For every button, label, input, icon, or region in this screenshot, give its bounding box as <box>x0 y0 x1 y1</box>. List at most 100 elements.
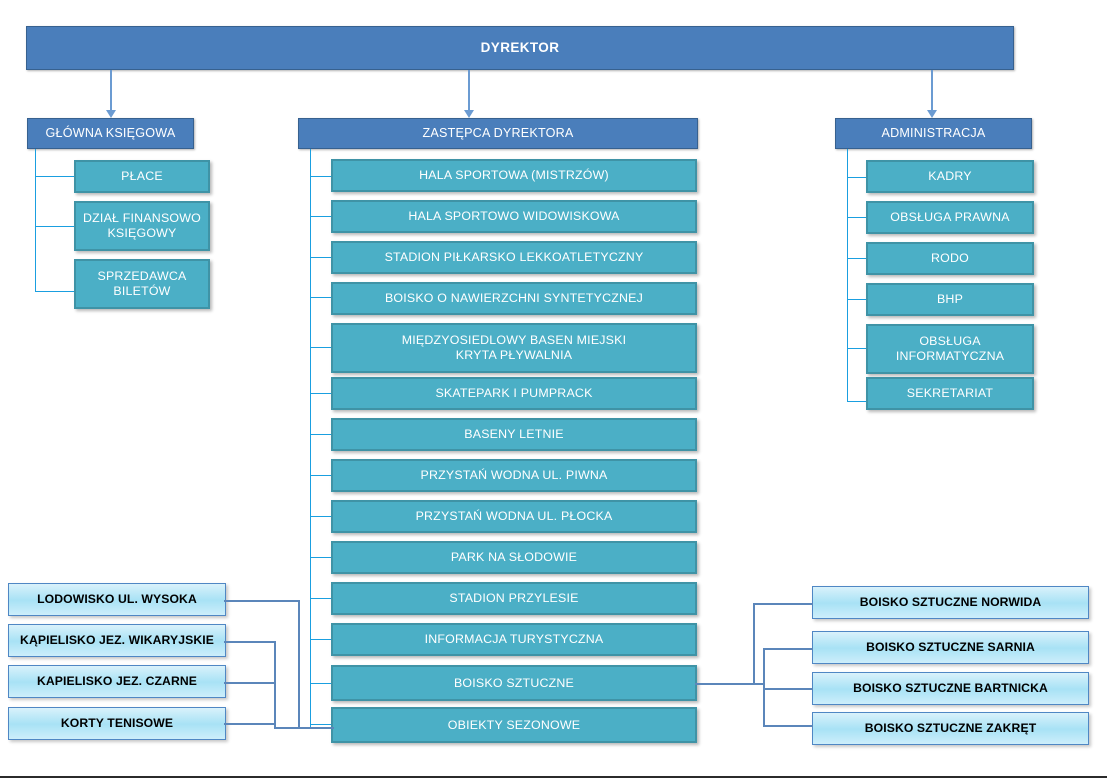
node-label: KĄPIELISKO JEZ. WIKARYJSKIE <box>20 633 214 648</box>
node-label: OBSŁUGA INFORMATYCZNA <box>895 334 1005 363</box>
stub-ksiegowa-3 <box>35 291 75 292</box>
node-lodowisko-ul-wysoka[interactable]: LODOWISKO UL. WYSOKA <box>8 583 226 616</box>
link-wikaryjskie-v <box>274 641 276 728</box>
node-label: KAPIELISKO JEZ. CZARNE <box>37 674 197 689</box>
node-dzial-finansowo-ksiegowy[interactable]: DZIAŁ FINANSOWO KSIĘGOWY <box>74 201 210 251</box>
stub-zastepca-13 <box>310 683 332 684</box>
node-label: OBSŁUGA PRAWNA <box>890 210 1010 225</box>
stub-administracja-1 <box>847 177 867 178</box>
node-label: HALA SPORTOWA (MISTRZÓW) <box>419 168 609 183</box>
node-hala-sportowa-mistrzow[interactable]: HALA SPORTOWA (MISTRZÓW) <box>331 159 697 192</box>
node-administracja[interactable]: ADMINISTRACJA <box>835 118 1032 149</box>
node-label: ADMINISTRACJA <box>881 126 986 141</box>
node-hala-sportowo-widowiskowa[interactable]: HALA SPORTOWO WIDOWISKOWA <box>331 200 697 233</box>
node-zastepca-dyrektora[interactable]: ZASTĘPCA DYREKTORA <box>298 118 698 149</box>
node-sekretariat[interactable]: SEKRETARIAT <box>866 377 1034 410</box>
stub-zastepca-8 <box>310 475 332 476</box>
node-stadion-pilkarsko-lekkoatletyczny[interactable]: STADION PIŁKARSKO LEKKOATLETYCZNY <box>331 241 697 274</box>
node-label: OBIEKTY SEZONOWE <box>447 717 581 732</box>
bottom-divider <box>0 776 1107 778</box>
arrowhead-zastepca <box>464 110 474 118</box>
node-label: BOISKO O NAWIERZCHNI SYNTETYCZNEJ <box>384 291 644 306</box>
node-boisko-sztuczne-sarnia[interactable]: BOISKO SZTUCZNE SARNIA <box>812 631 1089 664</box>
node-place[interactable]: PŁACE <box>74 160 210 193</box>
node-label: BOISKO SZTUCZNE NORWIDA <box>859 595 1042 610</box>
node-kadry[interactable]: KADRY <box>866 160 1034 193</box>
node-label: DYREKTOR <box>480 40 560 56</box>
node-label: BOISKO SZTUCZNE SARNIA <box>866 640 1035 655</box>
node-label: STADION PIŁKARSKO LEKKOATLETYCZNY <box>384 250 644 265</box>
node-miedzyosiedlowy-basen-miejski[interactable]: MIĘDZYOSIEDLOWY BASEN MIEJSKI KRYTA PŁYW… <box>331 323 697 373</box>
link-czarne-h <box>224 682 276 684</box>
node-obsluga-prawna[interactable]: OBSŁUGA PRAWNA <box>866 201 1034 234</box>
stub-zastepca-10 <box>310 557 332 558</box>
node-boisko-sztuczne-bartnicka[interactable]: BOISKO SZTUCZNE BARTNICKA <box>812 672 1089 705</box>
node-bhp[interactable]: BHP <box>866 283 1034 316</box>
node-label: HALA SPORTOWO WIDOWISKOWA <box>408 209 620 224</box>
node-label: BHP <box>936 292 964 307</box>
node-kapielisko-jez-czarne[interactable]: KAPIELISKO JEZ. CZARNE <box>8 665 226 698</box>
link-korty-h <box>224 723 276 725</box>
arrowhead-administracja <box>927 110 937 118</box>
link-sarnia-h <box>763 648 813 650</box>
trunk-zastepca <box>310 149 311 729</box>
node-skatepark-i-pumprack[interactable]: SKATEPARK I PUMPRACK <box>331 377 697 410</box>
node-przystan-wodna-plocka[interactable]: PRZYSTAŃ WODNA UL. PŁOCKA <box>331 500 697 533</box>
stub-zastepca-11 <box>310 598 332 599</box>
stub-zastepca-2 <box>310 216 332 217</box>
link-lodowisko-v <box>298 600 300 728</box>
node-baseny-letnie[interactable]: BASENY LETNIE <box>331 418 697 451</box>
node-boisko-o-nawierzchni-syntetycznej[interactable]: BOISKO O NAWIERZCHNI SYNTETYCZNEJ <box>331 282 697 315</box>
node-label: DZIAŁ FINANSOWO KSIĘGOWY <box>83 211 201 240</box>
arrowhead-ksiegowa <box>106 110 116 118</box>
stub-ksiegowa-2 <box>35 226 75 227</box>
node-label: KORTY TENISOWE <box>60 716 174 731</box>
node-label: SEKRETARIAT <box>906 386 994 401</box>
node-park-na-slodowie[interactable]: PARK NA SŁODOWIE <box>331 541 697 574</box>
link-bartnicka-h <box>763 688 813 690</box>
link-wikaryjskie-h <box>224 641 276 643</box>
node-rodo[interactable]: RODO <box>866 242 1034 275</box>
node-sprzedawca-biletow[interactable]: SPRZEDAWCA BILETÓW <box>74 259 210 309</box>
node-dyrektor[interactable]: DYREKTOR <box>26 26 1014 70</box>
node-label: ZASTĘPCA DYREKTORA <box>422 126 574 141</box>
node-korty-tenisowe[interactable]: KORTY TENISOWE <box>8 707 226 740</box>
node-label: KADRY <box>928 169 972 184</box>
node-obiekty-sezonowe[interactable]: OBIEKTY SEZONOWE <box>331 707 697 743</box>
node-label: PRZYSTAŃ WODNA UL. PIWNA <box>420 468 608 483</box>
stub-ksiegowa-1 <box>35 176 75 177</box>
connector-root-to-zastepca <box>468 70 470 110</box>
connector-root-to-administracja <box>931 70 933 110</box>
node-glowna-ksiegowa[interactable]: GŁÓWNA KSIĘGOWA <box>27 118 194 149</box>
node-kapielisko-jez-wikaryjskie[interactable]: KĄPIELISKO JEZ. WIKARYJSKIE <box>8 624 226 657</box>
link-zakret-h <box>763 725 813 727</box>
node-przystan-wodna-piwna[interactable]: PRZYSTAŃ WODNA UL. PIWNA <box>331 459 697 492</box>
node-boisko-sztuczne[interactable]: BOISKO SZTUCZNE <box>331 665 697 701</box>
node-label: STADION PRZYLESIE <box>449 591 579 606</box>
node-label: PRZYSTAŃ WODNA UL. PŁOCKA <box>415 509 613 524</box>
node-obsluga-informatyczna[interactable]: OBSŁUGA INFORMATYCZNA <box>866 324 1034 374</box>
trunk-administracja <box>847 149 848 402</box>
stub-zastepca-14 <box>310 724 332 725</box>
node-informacja-turystyczna[interactable]: INFORMACJA TURYSTYCZNA <box>331 623 697 656</box>
connector-root-to-ksiegowa <box>110 70 112 110</box>
link-lodowisko-h <box>224 600 300 602</box>
node-label: RODO <box>931 251 969 266</box>
stub-administracja-4 <box>847 299 867 300</box>
stub-zastepca-7 <box>310 434 332 435</box>
node-stadion-przylesie[interactable]: STADION PRZYLESIE <box>331 582 697 615</box>
node-label: PARK NA SŁODOWIE <box>450 550 578 565</box>
node-boisko-sztuczne-zakret[interactable]: BOISKO SZTUCZNE ZAKRĘT <box>812 712 1089 745</box>
node-label: GŁÓWNA KSIĘGOWA <box>45 126 176 141</box>
node-label: PŁACE <box>121 169 163 184</box>
link-right-riser-outer <box>753 603 755 685</box>
node-label: BASENY LETNIE <box>464 427 564 442</box>
link-norwida-h <box>753 603 813 605</box>
stub-administracja-6 <box>847 401 867 402</box>
node-label: BOISKO SZTUCZNE BARTNICKA <box>853 681 1048 696</box>
node-label: MIĘDZYOSIEDLOWY BASEN MIEJSKI KRYTA PŁYW… <box>401 333 627 362</box>
link-left-bus <box>274 727 334 729</box>
node-boisko-sztuczne-norwida[interactable]: BOISKO SZTUCZNE NORWIDA <box>812 586 1089 619</box>
stub-zastepca-3 <box>310 257 332 258</box>
